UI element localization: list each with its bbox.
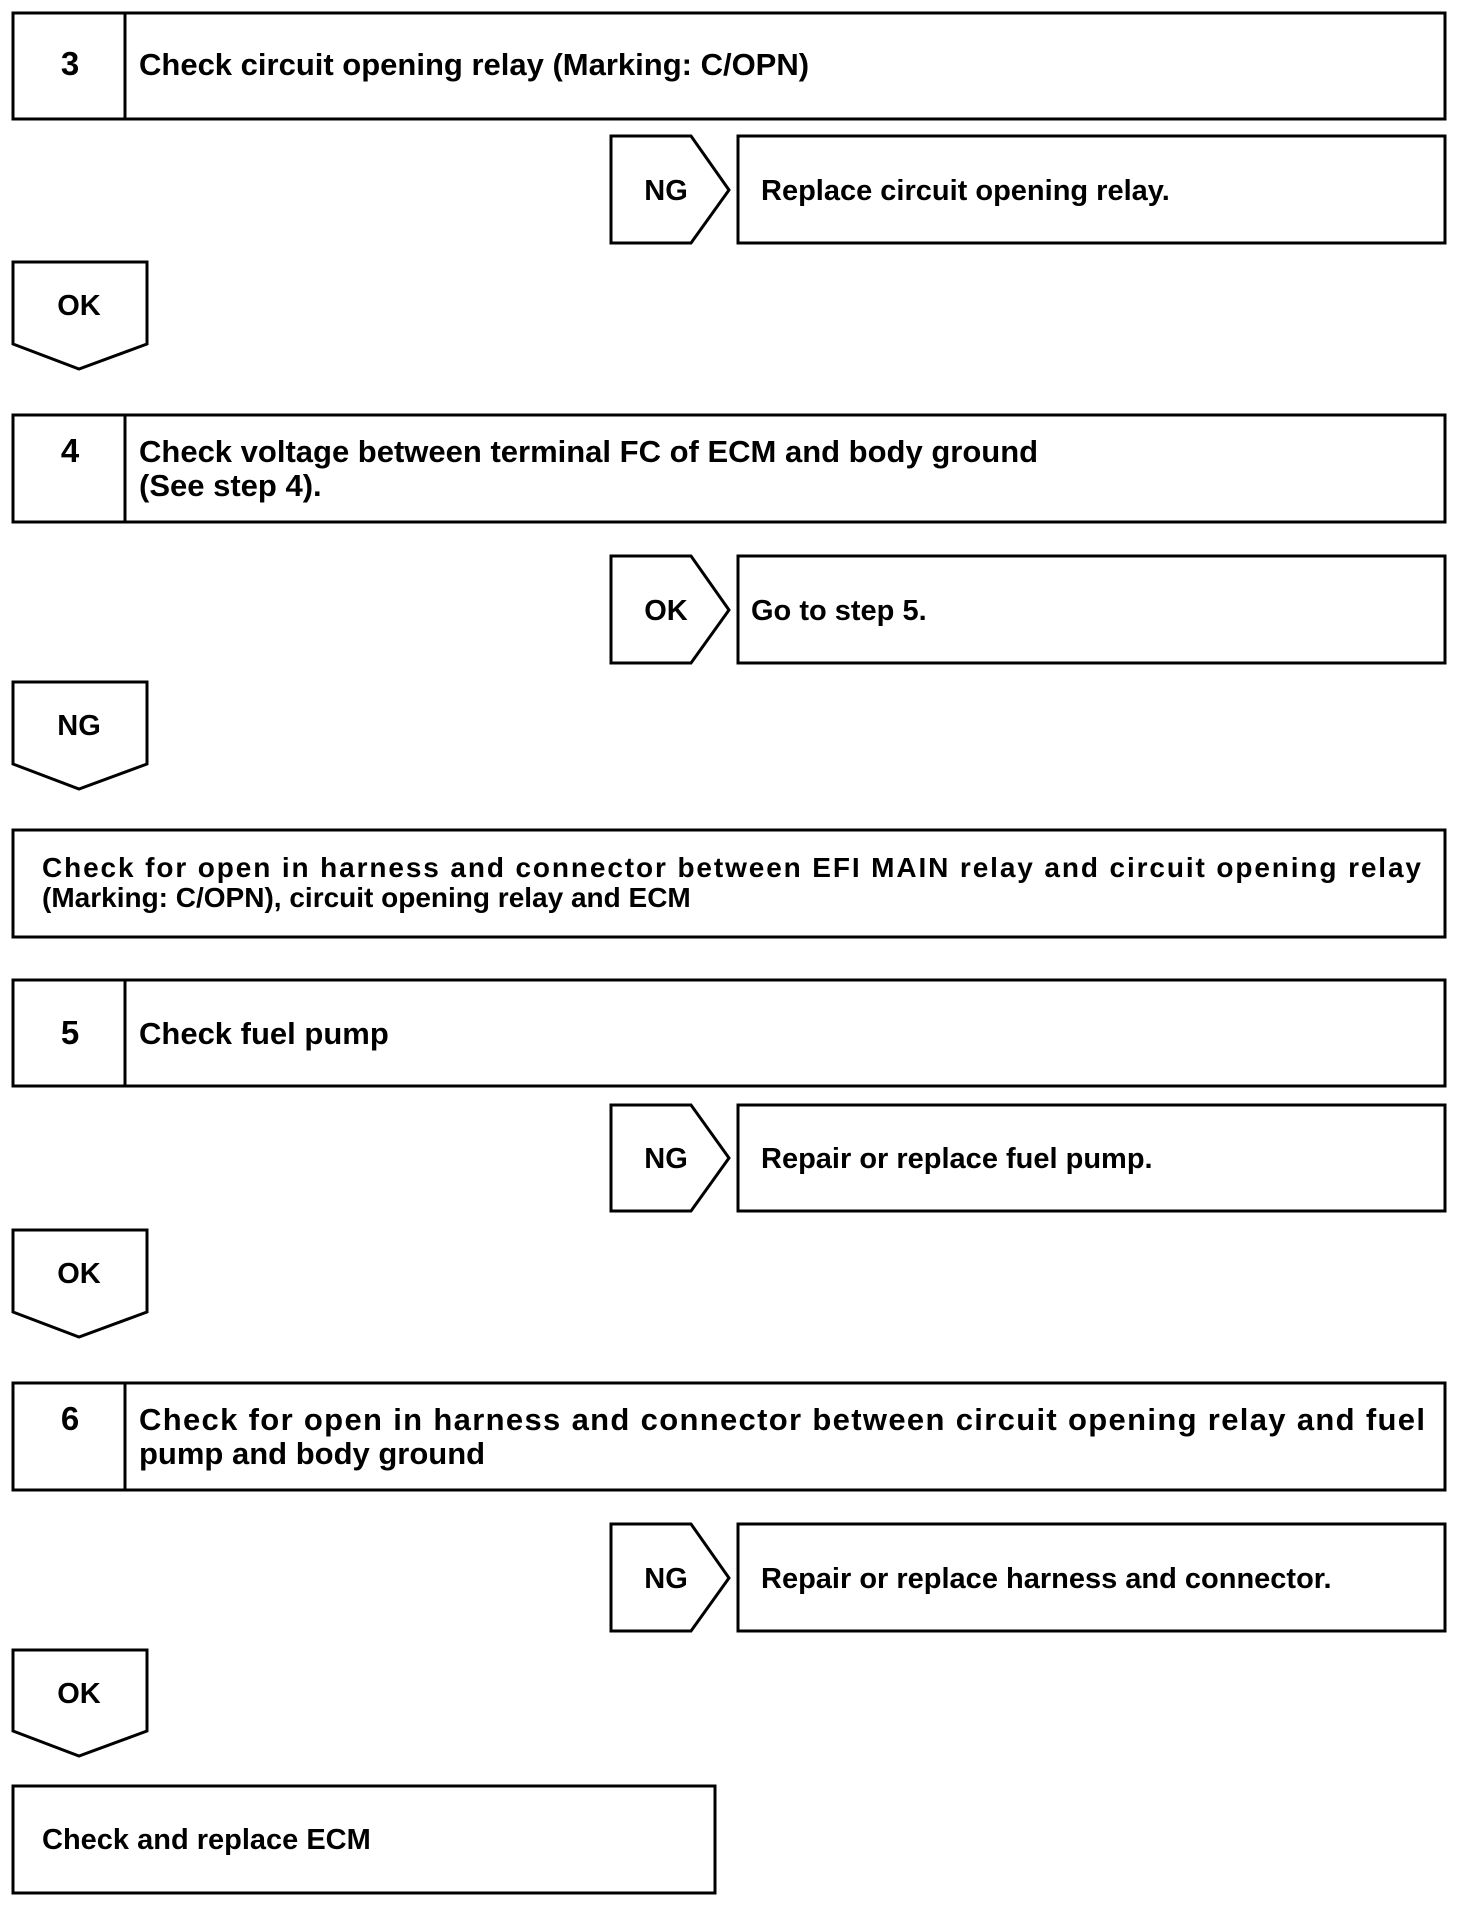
result-text: Go to step 5.	[751, 595, 927, 627]
step-title-line: (See step 4).	[139, 468, 322, 503]
step-title-line: Check circuit opening relay (Marking: C/…	[139, 47, 809, 82]
action-text-line: (Marking: C/OPN), circuit opening relay …	[42, 882, 691, 913]
result-box-step-3: Replace circuit opening relay.	[736, 134, 1447, 245]
action-box-efi-harness: Check for open in harness and connector …	[11, 828, 1447, 939]
flow-label: OK	[57, 1258, 101, 1290]
step-3-box: 3 Check circuit opening relay (Marking: …	[11, 11, 1447, 121]
flow-label-ng: NG	[11, 680, 149, 791]
branch-ok-step-4: OK	[609, 554, 731, 665]
action-text-line: Check and replace ECM	[42, 1824, 371, 1856]
flow-label: NG	[57, 710, 101, 742]
step-6-box: 6 Check for open in harness and connecto…	[11, 1381, 1447, 1492]
branch-ng-step-3: NG	[609, 134, 731, 245]
result-text: Replace circuit opening relay.	[761, 175, 1170, 207]
flow-label-ok-3: OK	[11, 1648, 149, 1758]
flow-label-ok-2: OK	[11, 1228, 149, 1339]
result-box-step-6: Repair or replace harness and connector.	[736, 1522, 1447, 1633]
result-text: Repair or replace fuel pump.	[761, 1143, 1153, 1175]
step-number: 4	[61, 432, 80, 469]
action-text-line: Check for open in harness and connector …	[42, 852, 1421, 883]
branch-ng-step-5: NG	[609, 1103, 731, 1213]
flow-label-ok-1: OK	[11, 260, 149, 371]
branch-label: NG	[644, 1143, 688, 1175]
branch-ng-step-6: NG	[609, 1522, 731, 1633]
flow-label: OK	[57, 1678, 101, 1710]
branch-label: NG	[644, 1563, 688, 1595]
step-title-line: pump and body ground	[139, 1436, 485, 1471]
action-box-replace-ecm: Check and replace ECM	[11, 1784, 717, 1895]
step-title-line: Check voltage between terminal FC of ECM…	[139, 434, 1038, 469]
step-number: 3	[61, 45, 79, 82]
branch-label: OK	[644, 595, 688, 627]
branch-label: NG	[644, 175, 688, 207]
result-text: Repair or replace harness and connector.	[761, 1563, 1332, 1595]
result-box-step-5: Repair or replace fuel pump.	[736, 1103, 1447, 1213]
step-number: 5	[61, 1014, 79, 1051]
flow-label: OK	[57, 290, 101, 322]
step-5-box: 5 Check fuel pump	[11, 978, 1447, 1088]
step-4-box: 4 Check voltage between terminal FC of E…	[11, 413, 1447, 524]
result-box-step-4: Go to step 5.	[736, 554, 1447, 665]
step-title-line: Check for open in harness and connector …	[139, 1402, 1425, 1437]
step-title-line: Check fuel pump	[139, 1016, 389, 1051]
step-number: 6	[61, 1400, 79, 1437]
